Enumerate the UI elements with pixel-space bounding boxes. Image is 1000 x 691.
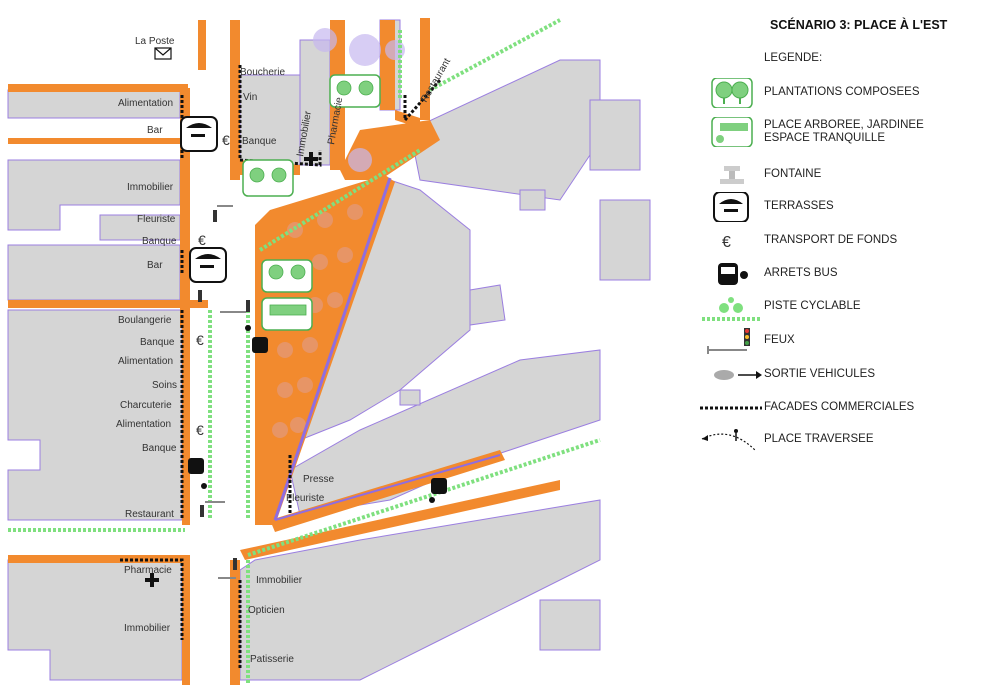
svg-text:€: € — [196, 332, 204, 348]
legend-label: FACADES COMMERCIALES — [764, 401, 915, 413]
buildings — [7, 19, 651, 681]
euro-icon: € — [722, 234, 731, 251]
svg-text:€: € — [196, 422, 204, 438]
legend-item-car-exit: SORTIE VEHICULES — [690, 360, 1000, 390]
legend-item-plantations: PLANTATIONS COMPOSEES — [690, 78, 1000, 108]
shop-label: Patisserie — [250, 654, 294, 665]
shop-label: Banque — [142, 443, 177, 454]
legend-label: TRANSPORT DE FONDS — [764, 234, 898, 246]
shop-label: Bar — [147, 125, 163, 136]
legend-item-bus: ARRETS BUS — [690, 259, 1000, 289]
shop-label: Fleuriste — [137, 214, 176, 225]
shop-label: Restaurant — [125, 509, 174, 520]
legend-item-facades: FACADES COMMERCIALES — [690, 393, 1000, 423]
legend-label: PLACE TRAVERSEE — [764, 433, 874, 445]
legend-panel: SCÉNARIO 3: PLACE À L'EST LEGENDE: PLANT… — [690, 0, 1000, 691]
shop-label: Bar — [147, 260, 163, 271]
euro-icons: € € € € — [196, 132, 230, 438]
shop-label: Opticien — [248, 605, 285, 616]
legend-label: FONTAINE — [764, 168, 822, 180]
legend-label: ARRETS BUS — [764, 267, 838, 279]
bike-paths — [8, 18, 601, 685]
fountain-area — [313, 28, 405, 172]
shop-label: Alimentation — [116, 419, 171, 430]
shop-label: Banque — [140, 337, 175, 348]
shop-label: Alimentation — [118, 98, 173, 109]
shop-label: Pharmacie — [124, 565, 172, 576]
bicycle-icon — [702, 297, 760, 321]
terrace-icons — [180, 116, 227, 283]
shop-label: Vin — [243, 92, 257, 103]
legend-label: TERRASSES — [764, 200, 834, 212]
svg-text:€: € — [198, 232, 206, 248]
legend-item-euro: € TRANSPORT DE FONDS — [690, 226, 1000, 256]
terrace-icon — [713, 192, 749, 222]
shop-label: Alimentation — [118, 356, 173, 367]
bus-icon — [718, 263, 748, 285]
legend-item-bike: PISTE CYCLABLE — [690, 292, 1000, 322]
label-la-poste: La Poste — [135, 36, 175, 47]
legend-item-terrace: TERRASSES — [690, 192, 1000, 222]
legend-item-traffic-light: FEUX — [690, 326, 1000, 356]
shop-label: Fleuriste — [286, 493, 325, 504]
bus-icons — [188, 325, 447, 503]
svg-text:€: € — [722, 234, 731, 251]
trees-icon — [711, 78, 753, 108]
shop-label: Immobilier — [256, 575, 303, 586]
legend-item-garden: PLACE ARBOREE, JARDINEE ESPACE TRANQUILL… — [690, 117, 1000, 147]
shop-label: Immobilier — [124, 623, 171, 634]
legend-item-fountain: FONTAINE — [690, 160, 1000, 190]
shop-label: Soins — [152, 380, 177, 391]
pharmacy-crosses — [145, 152, 318, 587]
city-map: € € € € La Poste Alimentation Bar Immobi… — [7, 18, 651, 685]
shop-label: Charcuterie — [120, 400, 172, 411]
traffic-light-icon — [707, 328, 750, 354]
legend-item-crossing: PLACE TRAVERSEE — [690, 425, 1000, 455]
shop-label: Immobilier — [127, 182, 174, 193]
legend-label: SORTIE VEHICULES — [764, 368, 875, 380]
legend-label: PISTE CYCLABLE — [764, 300, 861, 312]
legend-label: FEUX — [764, 334, 795, 346]
shop-label: Presse — [303, 474, 335, 485]
page-title: SCÉNARIO 3: PLACE À L'EST — [770, 18, 948, 32]
svg-text:€: € — [222, 132, 230, 148]
dashed-facade-icon — [700, 406, 762, 410]
legend-heading: LEGENDE: — [764, 52, 823, 64]
fountain-icon — [720, 166, 744, 184]
mail-icon — [154, 47, 172, 60]
car-exit-icon — [714, 370, 762, 380]
traffic-lights — [198, 205, 250, 579]
pedestrian-crossing-icon — [701, 429, 757, 452]
shop-label: Boulangerie — [118, 315, 172, 326]
legend-label: PLACE ARBOREE, JARDINEE ESPACE TRANQUILL… — [764, 119, 924, 144]
legend-label: PLANTATIONS COMPOSEES — [764, 86, 920, 98]
shop-label: Banque — [242, 136, 277, 147]
garden-icon — [711, 117, 753, 147]
shop-label: Banque — [142, 236, 177, 247]
shop-label: Boucherie — [240, 67, 285, 78]
